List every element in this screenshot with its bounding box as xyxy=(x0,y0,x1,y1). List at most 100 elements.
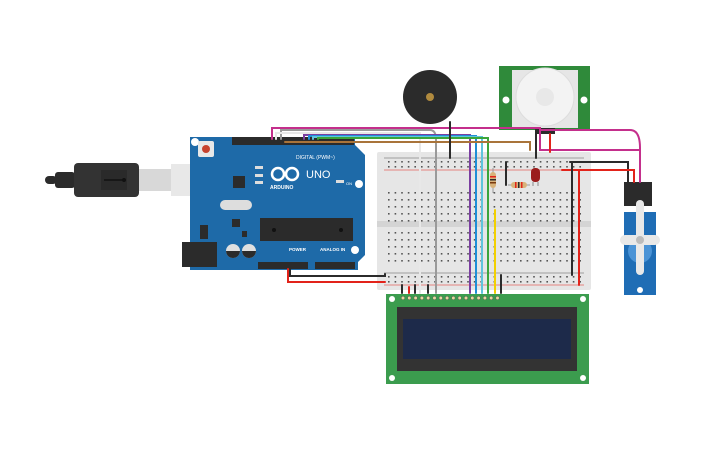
breadboard-hole xyxy=(427,192,430,194)
breadboard-hole xyxy=(533,161,535,163)
breadboard-hole xyxy=(407,232,410,234)
breadboard[interactable] xyxy=(377,152,591,290)
usb-cable[interactable] xyxy=(45,163,193,197)
breadboard-hole xyxy=(473,253,476,255)
breadboard-hole xyxy=(559,166,562,168)
breadboard-hole xyxy=(579,232,581,234)
piezo-buzzer[interactable] xyxy=(403,70,457,124)
lcd-pin xyxy=(451,295,456,301)
breadboard-hole xyxy=(454,192,456,194)
lcd-pin xyxy=(445,295,450,301)
breadboard-hole xyxy=(473,220,476,222)
breadboard-hole xyxy=(566,276,568,278)
breadboard-hole xyxy=(559,232,562,234)
lcd-pin xyxy=(419,295,424,301)
breadboard-hole xyxy=(440,239,443,241)
breadboard-hole xyxy=(460,213,463,215)
breadboard-hole xyxy=(407,276,410,278)
resistor-1[interactable] xyxy=(490,168,496,193)
breadboard-hole xyxy=(546,246,548,248)
breadboard-hole xyxy=(388,239,390,241)
breadboard-hole xyxy=(500,232,502,234)
breadboard-hole xyxy=(440,276,443,278)
breadboard-hole xyxy=(553,213,555,215)
breadboard-hole xyxy=(520,192,522,194)
breadboard-hole xyxy=(493,166,496,168)
breadboard-hole xyxy=(566,239,568,241)
breadboard-hole xyxy=(533,239,535,241)
resistor-2[interactable] xyxy=(508,182,530,188)
lcd-pin xyxy=(400,295,406,301)
power-jack xyxy=(182,242,217,267)
breadboard-hole xyxy=(533,213,535,215)
breadboard-hole xyxy=(421,253,423,255)
breadboard-hole xyxy=(460,220,463,222)
breadboard-hole xyxy=(447,192,449,194)
breadboard-hole xyxy=(460,239,463,241)
breadboard-hole xyxy=(394,199,397,201)
breadboard-hole xyxy=(421,276,423,278)
breadboard-hole xyxy=(553,220,555,222)
breadboard-hole xyxy=(407,220,410,222)
breadboard-hole xyxy=(427,260,430,262)
breadboard-hole xyxy=(539,199,542,201)
breadboard-hole xyxy=(407,206,410,208)
breadboard-hole xyxy=(572,166,575,168)
breadboard-hole xyxy=(513,232,515,234)
breadboard-hole xyxy=(539,213,542,215)
breadboard-hole xyxy=(407,199,410,201)
reset-button[interactable] xyxy=(198,141,214,157)
breadboard-hole xyxy=(513,199,515,201)
breadboard-hole xyxy=(526,246,529,248)
breadboard-hole xyxy=(546,253,548,255)
breadboard-hole xyxy=(414,199,416,201)
red-led[interactable] xyxy=(531,168,540,186)
breadboard-hole xyxy=(506,246,509,248)
breadboard-hole xyxy=(473,161,476,163)
lcd-16x2[interactable] xyxy=(386,294,589,384)
breadboard-hole xyxy=(388,281,390,283)
lcd-pins xyxy=(400,295,500,301)
lcd-pin xyxy=(489,295,494,301)
breadboard-hole xyxy=(440,161,443,163)
breadboard-hole xyxy=(539,276,542,278)
breadboard-hole xyxy=(414,161,416,163)
micro-servo[interactable] xyxy=(620,182,660,295)
breadboard-hole xyxy=(414,281,416,283)
breadboard-hole xyxy=(579,199,581,201)
lcd-pin xyxy=(482,295,487,301)
pir-motion-sensor[interactable] xyxy=(499,66,590,134)
breadboard-hole xyxy=(447,166,449,168)
breadboard-hole xyxy=(513,239,515,241)
breadboard-hole xyxy=(559,206,562,208)
breadboard-hole xyxy=(407,260,410,262)
breadboard-hole xyxy=(546,161,548,163)
breadboard-hole xyxy=(473,213,476,215)
breadboard-hole xyxy=(401,232,403,234)
breadboard-hole xyxy=(427,276,430,278)
arduino-logo xyxy=(270,166,300,182)
breadboard-hole xyxy=(467,206,469,208)
breadboard-hole xyxy=(572,260,575,262)
breadboard-hole xyxy=(454,232,456,234)
breadboard-hole xyxy=(427,281,430,283)
breadboard-hole xyxy=(454,166,456,168)
breadboard-hole xyxy=(526,199,529,201)
crystal xyxy=(220,200,252,210)
breadboard-hole xyxy=(513,253,515,255)
black-wire xyxy=(569,161,629,183)
breadboard-hole xyxy=(566,199,568,201)
analog-header xyxy=(315,262,355,269)
breadboard-hole xyxy=(506,276,509,278)
breadboard-hole xyxy=(579,213,581,215)
breadboard-hole xyxy=(506,232,509,234)
breadboard-hole xyxy=(572,276,575,278)
breadboard-hole xyxy=(460,206,463,208)
breadboard-hole xyxy=(579,246,581,248)
breadboard-hole xyxy=(440,166,443,168)
arduino-uno-board[interactable]: DIGITAL (PWM~) ARDUINO UNO ON POWER xyxy=(182,137,365,270)
breadboard-hole xyxy=(566,260,568,262)
breadboard-hole xyxy=(520,199,522,201)
breadboard-hole xyxy=(513,246,515,248)
